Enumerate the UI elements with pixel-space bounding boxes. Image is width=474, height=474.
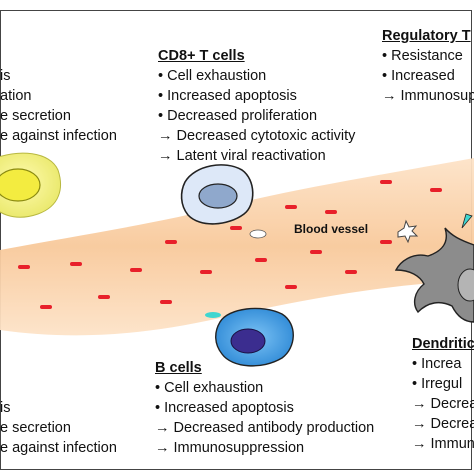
top-left-line-4: e against infection [0, 128, 117, 144]
cd8-line-4: → Decreased cytotoxic activity [158, 128, 356, 144]
cd8-line-3: • Decreased proliferation [158, 108, 318, 124]
bottom-left-cell-text: is e secretion e against infection [0, 398, 117, 458]
cd8-t-cell [180, 164, 254, 225]
top-left-cell-text: is ation e secretion e against infection [0, 66, 117, 146]
b-cells-text: B cells • Cell exhaustion • Increased ap… [155, 358, 374, 458]
platelet [205, 312, 221, 318]
b-title: B cells [155, 360, 202, 376]
bottom-left-line-3: e against infection [0, 440, 117, 456]
b-line-1: • Cell exhaustion [155, 380, 264, 396]
cd8-line-5: → Latent viral reactivation [158, 148, 326, 164]
dendritic-line-3: → Decrea [412, 396, 474, 412]
bottom-left-line-2: e secretion [0, 420, 71, 436]
top-left-line-3: e secretion [0, 108, 71, 124]
top-left-line-1: is [0, 68, 11, 84]
b-line-4: → Immunosuppression [155, 440, 305, 456]
platelet [249, 229, 267, 239]
dendritic-text: Dendritic • Increa • Irregul → Decrea → … [412, 334, 474, 454]
blood-vessel-label: Blood vessel [294, 222, 369, 236]
treg-title: Regulatory T [382, 28, 471, 44]
bottom-left-line-1: is [0, 400, 11, 416]
dendritic-line-4: → Decrea [412, 416, 474, 432]
blood-vessel [0, 158, 474, 336]
red-blood-cells [18, 180, 442, 309]
dendritic-title: Dendritic [412, 336, 474, 352]
cd8-title: CD8+ T cells [158, 48, 245, 64]
b-cell [215, 307, 294, 367]
b-line-3: → Decreased antibody production [155, 420, 375, 436]
cd8-line-2: • Increased apoptosis [158, 88, 297, 104]
cd8-t-cells-text: CD8+ T cells • Cell exhaustion • Increas… [158, 46, 355, 166]
b-line-2: • Increased apoptosis [155, 400, 294, 416]
top-left-line-2: ation [0, 88, 32, 104]
dendritic-line-1: • Increa [412, 356, 462, 372]
dendritic-cell [394, 213, 474, 323]
cd8-line-1: • Cell exhaustion [158, 68, 267, 84]
treg-line-2: • Increased [382, 68, 455, 84]
yellow-cell [0, 152, 61, 218]
activated-platelet [397, 219, 419, 244]
treg-line-3: → Immunosup [382, 88, 474, 104]
dendritic-line-2: • Irregul [412, 376, 463, 392]
dendritic-line-5: → Immun [412, 436, 474, 452]
regulatory-t-text: Regulatory T • Resistance • Increased → … [382, 26, 474, 106]
treg-line-1: • Resistance [382, 48, 463, 64]
